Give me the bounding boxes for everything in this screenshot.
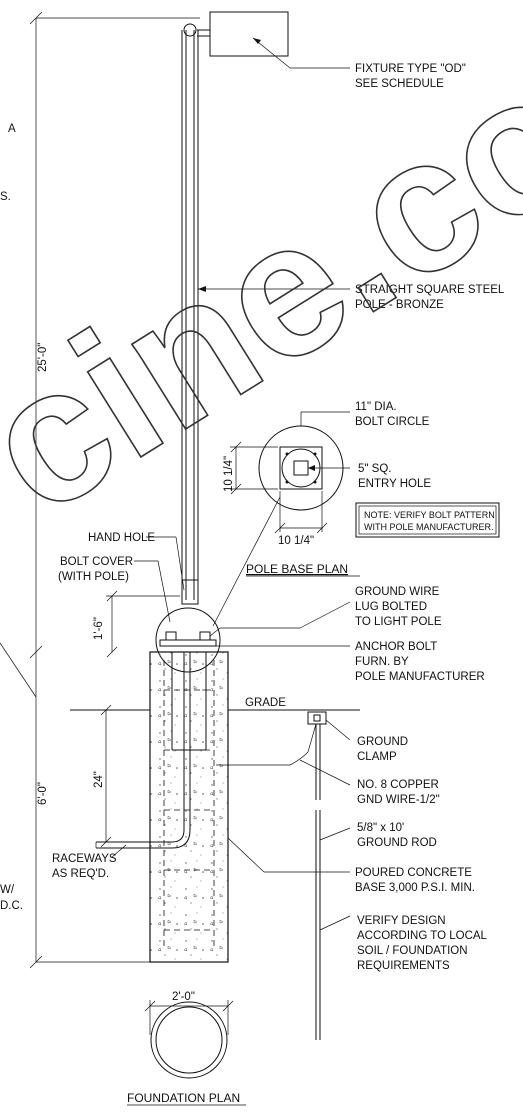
copper-wire-label-2: GND WIRE-1/2"	[357, 794, 440, 806]
grade-line: GRADE	[70, 697, 360, 711]
edge-label-w: W/	[0, 884, 15, 896]
bolt-circle-callout-2: BOLT CIRCLE	[355, 416, 430, 428]
edge-label-dc: D.C.	[0, 900, 23, 912]
concrete-callouts: POURED CONCRETE BASE 3,000 P.S.I. MIN. V…	[227, 837, 488, 972]
pole-shaft: STRAIGHT SQUARE STEEL POLE - BRONZE	[181, 30, 505, 605]
pole-height-dimension: 25'-0"	[29, 11, 200, 659]
base-plate-horizontal-label: 10 1/4"	[278, 535, 314, 547]
foundation-plan-title: FOUNDATION PLAN	[127, 1091, 240, 1105]
bolt-cover-label-1: BOLT COVER	[60, 556, 133, 568]
foundation-plan: 2'-0" FOUNDATION PLAN	[127, 991, 246, 1106]
raceways-label-2: AS REQ'D.	[52, 868, 109, 880]
concrete-foundation	[95, 651, 229, 963]
foundation-depth-dimension: 6'-0"	[0, 642, 150, 969]
ground-wire-callout-2: LUG BOLTED	[355, 601, 427, 613]
fixture-callout-1: FIXTURE TYPE "OD"	[355, 63, 466, 75]
pole-base-plan: 11" DIA. BOLT CIRCLE 5" SQ. ENTRY HOLE 1…	[212, 401, 500, 627]
verify-label-3: SOIL / FOUNDATION	[357, 945, 468, 957]
edge-labels: A S. W/ D.C.	[0, 123, 23, 912]
foundation-diameter-label: 2'-0"	[172, 991, 195, 1003]
ground-rod-label-2: GROUND ROD	[357, 837, 437, 849]
anchor-bolt-callout-1: ANCHOR BOLT	[355, 641, 437, 653]
watermark: cine.com	[0, 0, 523, 555]
concrete-label-1: POURED CONCRETE	[355, 867, 472, 879]
edge-label-s: S.	[0, 191, 11, 203]
hand-hole-dimension: 1'-6"	[93, 590, 180, 658]
verify-label-2: ACCORDING TO LOCAL	[357, 930, 488, 942]
note-line-1: NOTE: VERIFY BOLT PATTERN	[364, 510, 495, 520]
anchor-bolt-callout-2: FURN. BY	[355, 656, 409, 668]
anchor-bolt-callout-3: POLE MANUFACTURER	[355, 671, 485, 683]
pole-height-label: 25'-0"	[37, 343, 49, 372]
note-line-2: WITH POLE MANUFACTURER.	[364, 522, 494, 532]
pole-base-plan-title: POLE BASE PLAN	[246, 562, 348, 576]
entry-hole-callout-2: ENTRY HOLE	[358, 478, 431, 490]
ground-wire-callout-3: TO LIGHT POLE	[355, 616, 442, 628]
pole-callout-2: POLE - BRONZE	[355, 299, 444, 311]
entry-hole-callout-1: 5" SQ.	[358, 463, 391, 475]
base-detail-circle: GROUND WIRE LUG BOLTED TO LIGHT POLE ANC…	[155, 586, 485, 683]
light-fixture: FIXTURE TYPE "OD" SEE SCHEDULE	[183, 11, 466, 90]
ground-rod-label-1: 5/8" x 10'	[357, 822, 404, 834]
bolt-cover-label-2: (WITH POLE)	[58, 571, 129, 583]
raceways-label-1: RACEWAYS	[52, 853, 117, 865]
hand-hole-label: HAND HOLE	[88, 532, 155, 544]
copper-wire-label-1: NO. 8 COPPER	[357, 779, 439, 791]
bolt-circle-callout-1: 11" DIA.	[355, 401, 397, 413]
fixture-callout-2: SEE SCHEDULE	[355, 78, 444, 90]
base-plate-vertical-label: 10 1/4"	[223, 456, 235, 492]
grade-label: GRADE	[245, 697, 286, 709]
ground-clamp-label-1: GROUND	[357, 736, 408, 748]
raceway-depth-dimension: 24"	[93, 704, 112, 848]
raceways-callout: RACEWAYS AS REQ'D.	[52, 844, 127, 880]
verify-label-4: REQUIREMENTS	[357, 960, 450, 972]
ground-wire-callout-1: GROUND WIRE	[355, 586, 440, 598]
ground-clamp-label-2: CLAMP	[357, 751, 397, 763]
verify-label-1: VERIFY DESIGN	[357, 915, 446, 927]
ground-rod-assembly: GROUND CLAMP NO. 8 COPPER GND WIRE-1/2" …	[216, 711, 440, 1040]
hand-hole-callouts: HAND HOLE BOLT COVER (WITH POLE)	[58, 532, 185, 623]
edge-label-a: A	[8, 123, 16, 135]
concrete-label-2: BASE 3,000 P.S.I. MIN.	[355, 882, 475, 894]
pole-callout-1: STRAIGHT SQUARE STEEL	[355, 284, 505, 296]
hand-hole-height-label: 1'-6"	[93, 617, 105, 640]
foundation-depth-label: 6'-0"	[37, 782, 49, 805]
raceway-depth-label: 24"	[93, 771, 105, 788]
